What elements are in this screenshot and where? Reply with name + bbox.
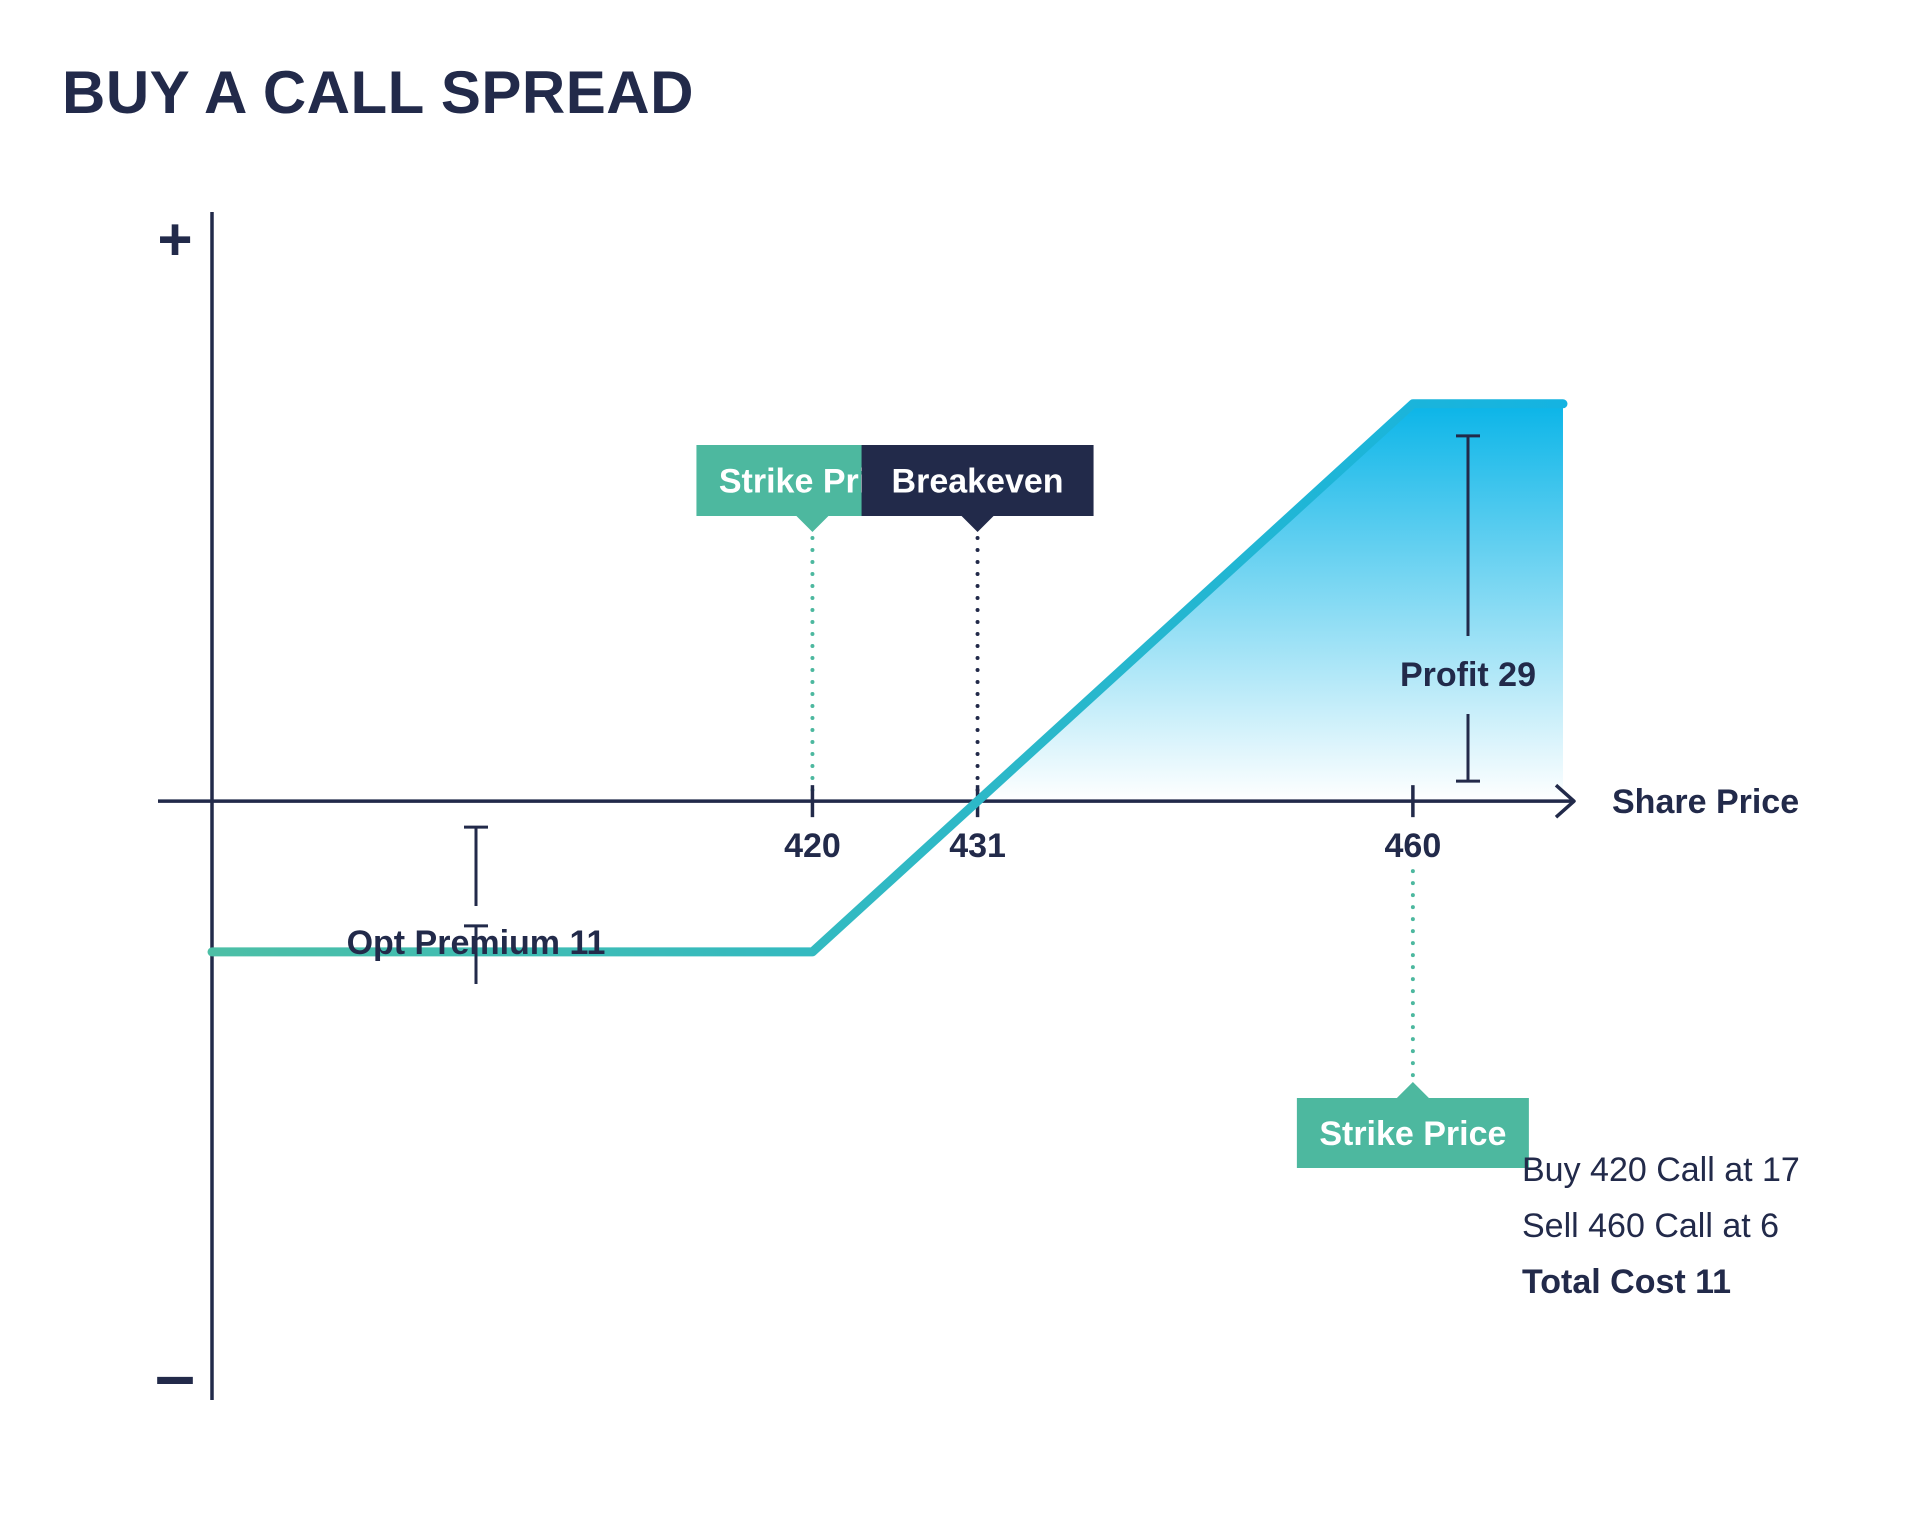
profit-measure: Profit 29 <box>1400 434 1536 783</box>
strike-price-callout-box <box>1296 1082 1529 1168</box>
breakeven-callout-box <box>861 445 1094 532</box>
breakeven-callout: Breakeven <box>861 445 1094 532</box>
sell-note: Sell 460 Call at 6 <box>1522 1207 1780 1245</box>
x-tick-label: 460 <box>1385 827 1442 865</box>
premium-label: Opt Premium 11 <box>347 924 606 962</box>
x-ticks: 420 431 460 <box>784 785 1441 865</box>
buy-note: Buy 420 Call at 17 <box>1522 1151 1800 1189</box>
y-negative-label: – <box>155 1336 195 1416</box>
strike-price-callout-label: Strike Price <box>1319 1115 1506 1153</box>
x-axis-label: Share Price <box>1612 783 1799 821</box>
x-axis-arrow <box>1554 783 1576 819</box>
strike-price-callout: Strike Price <box>1296 1082 1529 1168</box>
y-positive-label: + <box>157 206 192 273</box>
breakeven-callout-label: Breakeven <box>892 463 1064 501</box>
premium-measure: Opt Premium 11 <box>347 825 606 984</box>
payoff-line <box>207 399 1568 957</box>
x-tick-label: 431 <box>949 827 1006 865</box>
x-tick-label: 420 <box>784 827 841 865</box>
total-cost-note: Total Cost 11 <box>1522 1263 1732 1301</box>
profit-label: Profit 29 <box>1400 656 1536 694</box>
profit-area <box>977 403 1563 802</box>
page-title: BUY A CALL SPREAD <box>62 59 694 126</box>
trade-notes: Buy 420 Call at 17 Sell 460 Call at 6 To… <box>1522 1142 1800 1310</box>
